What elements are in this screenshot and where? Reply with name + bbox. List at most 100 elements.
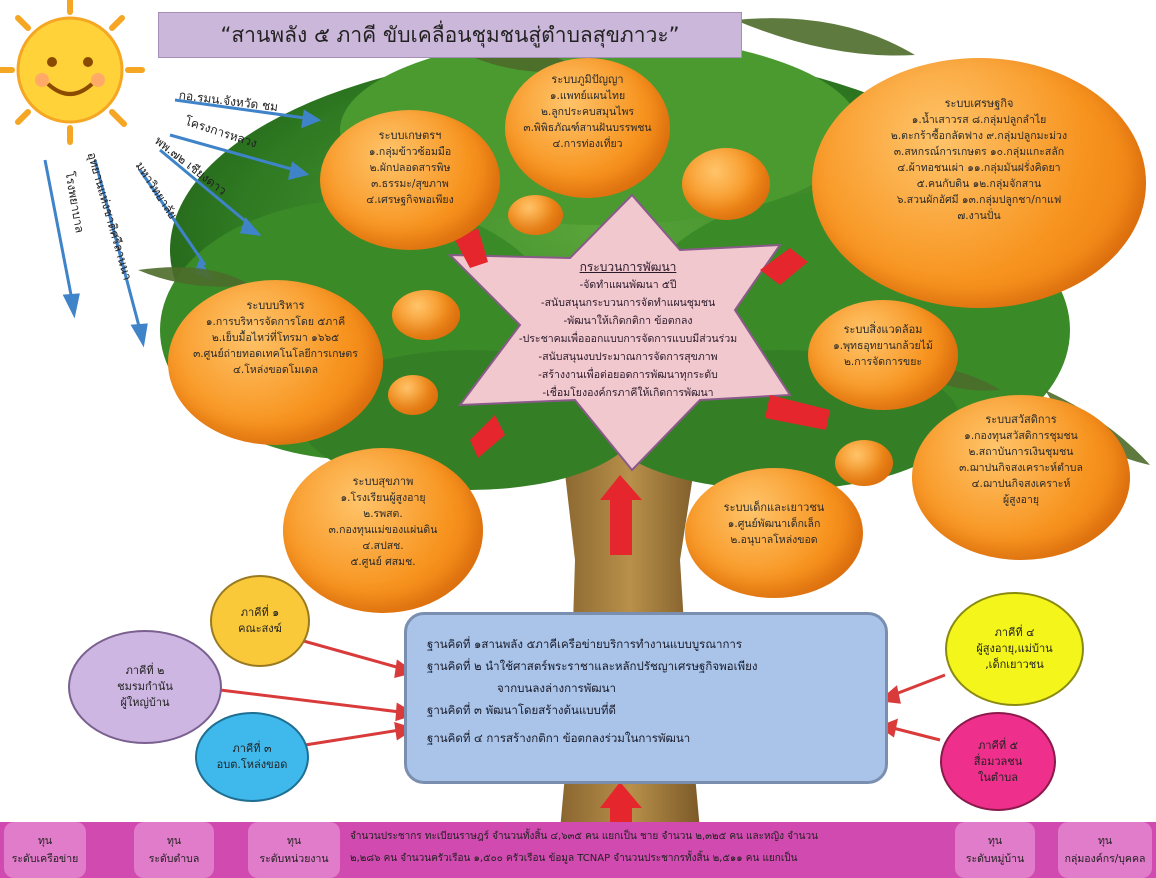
page-title: “สานพลัง ๕ ภาคี ขับเคลื่อนชุมชนสู่ตำบลสุ…: [158, 12, 742, 58]
economy-line: ๔.ผ้าทอชนเผ่า ๑๑.กลุ่มมันฝรั่งคิดยา: [897, 162, 1061, 174]
capital-sub: ระดับหน่วยงาน: [259, 853, 329, 865]
partner-4: ภาคีที่ ๔ ผู้สูงอายุ,แม่บ้าน ,เด็กเยาวชน: [945, 592, 1084, 706]
capital-sub: กลุ่มองค์กร/บุคคล: [1064, 853, 1146, 865]
orange-youth: [685, 468, 863, 598]
wisdom-line: ๔.การท่องเที่ยว: [552, 138, 623, 150]
orange-agriculture: [320, 110, 500, 250]
orange-small-2: [508, 195, 563, 235]
population-line: ๒,๒๘๖ คน จำนวนครัวเรือน ๑,๕๐๐ ครัวเรือน …: [350, 853, 798, 864]
process-line: -ประชาคมเพื่อออกแบบการจัดการแบบมีส่วนร่ว…: [518, 333, 738, 345]
process-line: -สนับสนุนกระบวนการจัดทำแผนชุมชน: [540, 297, 716, 309]
capital-village: ทุน ระดับหมู่บ้าน: [955, 822, 1035, 878]
partner-5: ภาคีที่ ๕ สื่อมวลชน ในตำบล: [940, 712, 1056, 811]
partner-1: ภาคีที่ ๑ คณะสงฆ์: [210, 575, 310, 667]
youth-text: ระบบเด็กและเยาวชน ๑.ศูนย์พัฒนาเด็กเล็ก ๒…: [685, 500, 863, 548]
population-line: จำนวนประชากร ทะเบียนราษฎร์ จำนวนทั้งสิ้น…: [350, 831, 818, 842]
process-text: กระบวนการพัฒนา -จัดทำแผนพัฒนา ๕ปี -สนับส…: [468, 258, 788, 402]
environment-title: ระบบสิ่งแวดล้อม: [843, 323, 923, 336]
health-line: ๑.โรงเรียนผู้สูงอายุ: [340, 492, 426, 504]
welfare-line: ๒.สถาบันการเงินชุมชน: [968, 446, 1074, 458]
environment-line: ๒.การจัดการขยะ: [844, 356, 922, 368]
partner-3: ภาคีที่ ๓ อบต.โหล่งขอด: [195, 712, 309, 802]
economy-line: ๗.งานปั่น: [957, 210, 1001, 222]
process-line: -พัฒนาให้เกิดกติกา ข้อตกลง: [563, 315, 693, 327]
wisdom-line: ๓.พิพิธภัณฑ์สานฝันบรรพชน: [523, 122, 652, 134]
youth-line: ๒.อนุบาลโหล่งขอด: [730, 534, 818, 546]
population-text: จำนวนประชากร ทะเบียนราษฎร์ จำนวนทั้งสิ้น…: [350, 826, 950, 870]
environment-line: ๑.พุทธอุทยานกล้วยไม้: [833, 340, 933, 352]
process-line: -จัดทำแผนพัฒนา ๕ปี: [579, 279, 677, 291]
admin-line: ๑.การบริหารจัดการโดย ๕ภาคี: [205, 316, 346, 328]
orange-small-3: [392, 290, 460, 340]
agriculture-line: ๓.ธรรมะ/สุขภาพ: [371, 178, 449, 190]
wisdom-text: ระบบภูมิปัญญา ๑.แพทย์แผนไทย ๒.ลูกประคบสม…: [505, 72, 670, 152]
welfare-line: ผู้สูงอายุ: [1002, 494, 1040, 506]
welfare-line: ๑.กองทุนสวัสดิการชุมชน: [964, 430, 1078, 442]
partner-3-sub: อบต.โหล่งขอด: [216, 758, 288, 771]
partner-1-title: ภาคีที่ ๑: [240, 606, 280, 619]
capital-title: ทุน: [286, 835, 302, 847]
welfare-text: ระบบสวัสดิการ ๑.กองทุนสวัสดิการชุมชน ๒.ส…: [912, 412, 1130, 508]
welfare-line: ๓.ฌาปนกิจสงเคราะห์ตำบล: [959, 462, 1083, 474]
orange-small-5: [835, 440, 893, 486]
foundation-item: ฐานคิดที่ ๓ พัฒนาโดยสร้างต้นแบบที่ดี: [427, 703, 616, 717]
agriculture-title: ระบบเกษตรฯ: [378, 129, 442, 142]
agriculture-line: ๑.กลุ่มข้าวซ้อมมือ: [368, 146, 452, 158]
capital-agency: ทุน ระดับหน่วยงาน: [248, 822, 340, 878]
capital-title: ทุน: [166, 835, 182, 847]
foundation-item: จากบนลงล่างการพัฒนา: [497, 681, 616, 695]
sun-icon: [0, 0, 145, 145]
partner-1-sub: คณะสงฆ์: [238, 622, 282, 635]
capital-organization: ทุน กลุ่มองค์กร/บุคคล: [1058, 822, 1152, 878]
foundation-item: ฐานคิดที่ ๒ นำใช้ศาสตร์พระราชาและหลักปรั…: [427, 659, 758, 673]
orange-admin: [168, 280, 383, 445]
economy-line: ๓.สหกรณ์การเกษตร ๑๐.กลุ่มแกะสลัก: [893, 146, 1065, 158]
welfare-title: ระบบสวัสดิการ: [985, 413, 1057, 426]
partner-5-title: ภาคีที่ ๕: [978, 738, 1018, 752]
capital-title: ทุน: [987, 835, 1003, 847]
admin-line: ๒.เย็บมื้อไหว่ที่โทรมา ๑๖๖๕: [211, 332, 340, 344]
process-line: -เชื่อมโยงองค์กรภาคีให้เกิดการพัฒนา: [542, 387, 714, 399]
foundation-item: ฐานคิดที่ ๔ การสร้างกติกา ข้อตกลงร่วมในก…: [427, 731, 691, 745]
orange-welfare: [912, 395, 1130, 560]
orange-environment: [808, 300, 958, 410]
process-line: -สนับสนุนงบประมาณการจัดการสุขภาพ: [538, 351, 718, 363]
partner-4-title: ภาคีที่ ๔: [994, 626, 1035, 639]
health-line: ๓.กองทุนแม่ของแผ่นดิน: [328, 524, 438, 536]
health-line: ๒.รพสต.: [363, 508, 403, 520]
admin-line: ๓.ศูนย์ถ่ายทอดเทคโนโลยีการเกษตร: [193, 348, 358, 360]
capital-sub: ระดับเครือข่าย: [11, 853, 79, 865]
orange-economy: [812, 58, 1146, 308]
partner-4-sub: ผู้สูงอายุ,แม่บ้าน ,เด็กเยาวชน: [976, 642, 1053, 671]
capital-title: ทุน: [1097, 835, 1113, 847]
capital-subdistrict: ทุน ระดับตำบล: [134, 822, 214, 878]
youth-line: ๑.ศูนย์พัฒนาเด็กเล็ก: [727, 518, 821, 530]
agriculture-line: ๔.เศรษฐกิจพอเพียง: [366, 194, 454, 206]
capital-network: ทุน ระดับเครือข่าย: [4, 822, 86, 878]
orange-health: [283, 448, 483, 613]
partner-5-sub: สื่อมวลชน ในตำบล: [973, 754, 1023, 784]
foundation-item: ฐานคิดที่ ๑สานพลัง ๕ภาคีเครือข่ายบริการท…: [427, 637, 743, 651]
admin-text: ระบบบริหาร ๑.การบริหารจัดการโดย ๕ภาคี ๒.…: [168, 298, 383, 378]
economy-text: ระบบเศรษฐกิจ ๑.น้ำเสาวรส ๘.กลุ่มปลูกลำไย…: [812, 96, 1146, 224]
partner-2-sub: ชมรมกำนัน ผู้ใหญ่บ้าน: [117, 680, 173, 709]
capital-sub: ระดับตำบล: [148, 853, 200, 865]
partner-2-title: ภาคีที่ ๒: [125, 664, 165, 677]
process-title: กระบวนการพัฒนา: [579, 260, 677, 274]
agriculture-line: ๒.ผักปลอดสารพิษ: [369, 162, 451, 174]
partner-3-title: ภาคีที่ ๓: [232, 742, 272, 755]
admin-line: ๔.โหล่งขอดโมเดล: [232, 364, 319, 376]
youth-title: ระบบเด็กและเยาวชน: [723, 501, 825, 514]
admin-title: ระบบบริหาร: [246, 299, 305, 312]
foundations-box: ฐานคิดที่ ๑สานพลัง ๕ภาคีเครือข่ายบริการท…: [404, 612, 888, 784]
economy-line: ๖.สวนผักอัศมี ๑๓.กลุ่มปลูกชา/กาแฟ: [896, 194, 1062, 206]
health-line: ๕.ศูนย์ ศสมช.: [350, 556, 416, 568]
health-line: ๔.สปสช.: [362, 540, 404, 552]
capital-sub: ระดับหมู่บ้าน: [965, 853, 1025, 865]
partner-2: ภาคีที่ ๒ ชมรมกำนัน ผู้ใหญ่บ้าน: [68, 630, 222, 744]
wisdom-title: ระบบภูมิปัญญา: [551, 73, 624, 86]
orange-small-4: [388, 375, 438, 415]
economy-line: ๒.ตะกร้าซื้อกลัดฟาง ๙.กลุ่มปลูกมะม่วง: [890, 130, 1068, 142]
economy-line: ๑.น้ำเสาวรส ๘.กลุ่มปลูกลำไย: [911, 114, 1047, 126]
health-title: ระบบสุขภาพ: [352, 475, 414, 488]
